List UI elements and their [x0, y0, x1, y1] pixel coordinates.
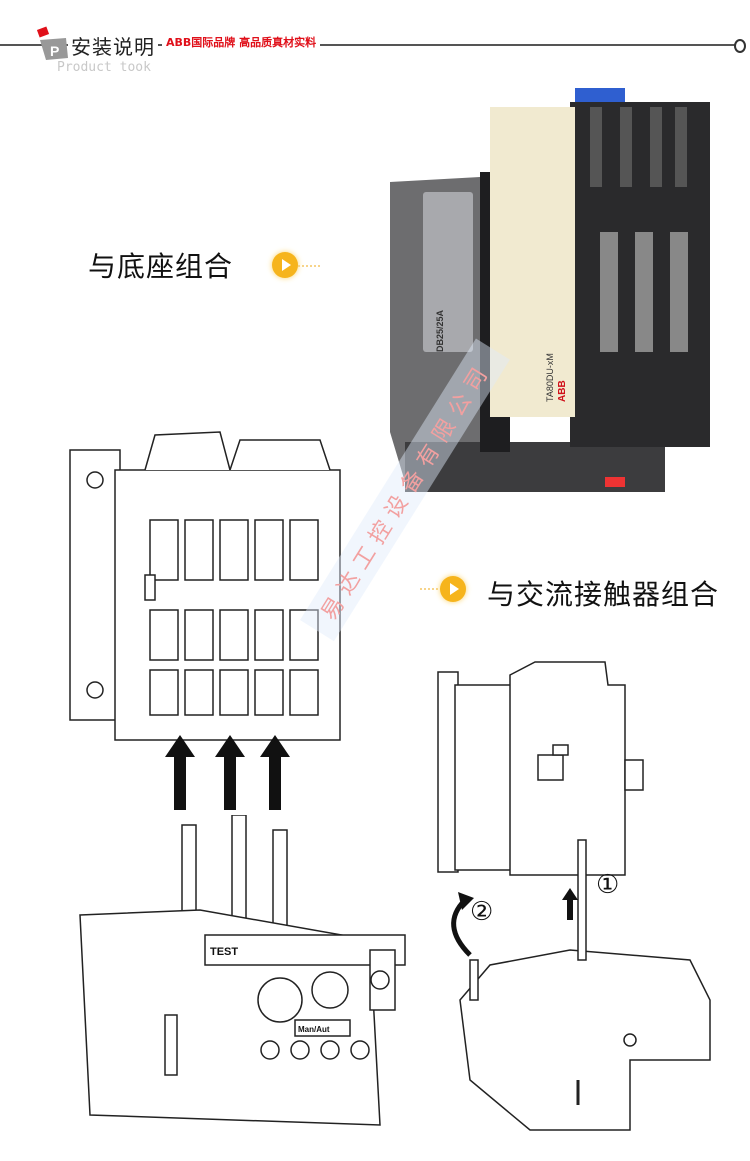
svg-text:P: P	[50, 43, 59, 59]
header-slogan: ABB国际品牌 高品质真材实料	[162, 34, 321, 50]
step-1-label: ①	[596, 870, 620, 900]
step-2-label: ②	[470, 897, 494, 927]
up-arrow-icon	[562, 888, 578, 920]
assembly-drawing	[437, 661, 711, 1131]
insert-arrows	[165, 735, 290, 810]
play-icon	[272, 252, 298, 278]
up-arrow-icon	[215, 735, 245, 810]
step-arrows	[451, 888, 578, 957]
base-label: DB25/25A	[435, 309, 445, 352]
product-photo: DB25/25A TA80DU-xM ABB	[390, 88, 710, 492]
caption-contactor-combo: 与交流接触器组合	[487, 578, 720, 611]
dotted-pointer	[420, 588, 442, 590]
brand-logo: ABB	[557, 380, 568, 402]
divider-end-circle	[734, 39, 746, 53]
test-label: TEST	[210, 946, 238, 958]
caption-base-combo: 与底座组合	[88, 250, 234, 283]
play-icon	[440, 576, 466, 602]
mode-label: Man/Aut	[298, 1025, 330, 1034]
contactor-drawing	[69, 431, 341, 741]
logo-icon: P	[36, 26, 68, 60]
header-divider	[0, 44, 735, 46]
relay-model: TA80DU-xM	[545, 353, 555, 402]
header-subtitle: Product took	[57, 60, 151, 75]
up-arrow-icon	[165, 735, 195, 810]
reset-button-blue	[575, 88, 625, 102]
relay-drawing: TEST Man/Aut	[79, 815, 406, 1126]
rotate-arrow-icon	[451, 892, 474, 957]
header-title: 安装说明	[68, 31, 158, 60]
dotted-pointer	[298, 265, 320, 267]
up-arrow-icon	[260, 735, 290, 810]
